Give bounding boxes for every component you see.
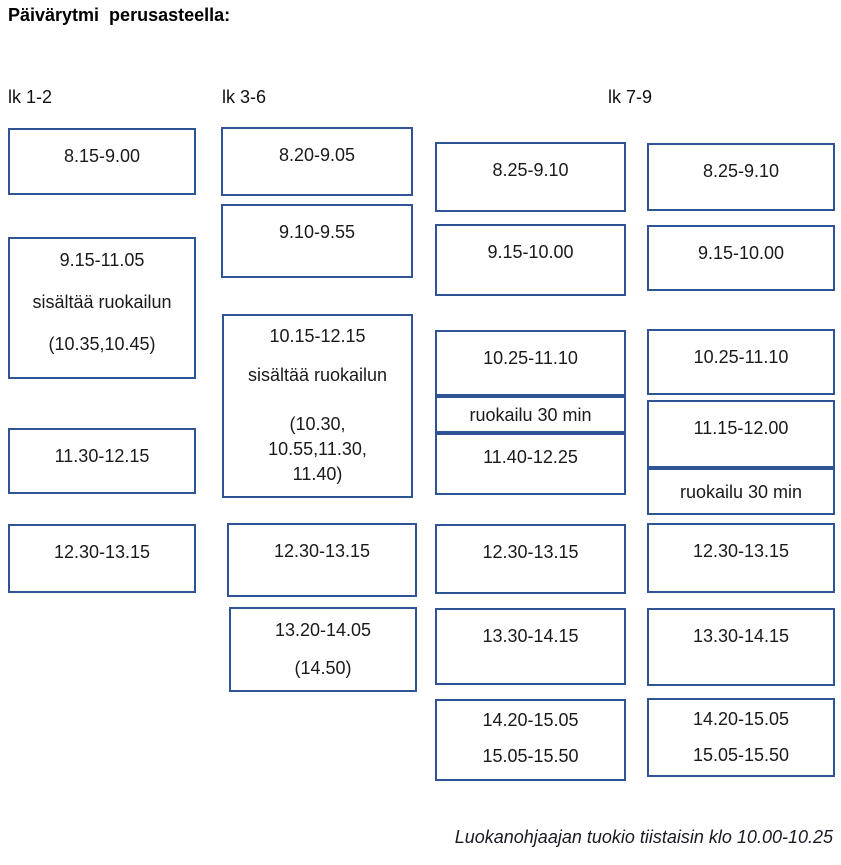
time-slot: 14.20-15.05 — [482, 710, 579, 730]
column-header-lk-3-6: lk 3-6 — [222, 87, 267, 107]
time-slot: 13.30-14.15 — [482, 626, 579, 646]
time-slot: 15.05-15.50 — [482, 746, 579, 766]
time-slot-extra: (14.50) — [294, 658, 352, 678]
time-slot: 9.15-10.00 — [487, 242, 574, 262]
lunch-note: ruokailu 30 min — [679, 481, 803, 502]
time-slot: 10.25-11.10 — [693, 347, 789, 367]
schedule-box-lk79a-lesson4: 11.40-12.25 — [435, 433, 626, 495]
lunch-times: (10.30, — [289, 414, 346, 434]
time-slot: 9.15-11.05 — [59, 250, 145, 270]
schedule-box-lk79b-lesson4: 11.15-12.00 — [647, 400, 835, 468]
lunch-note: sisältää ruokailun — [247, 365, 388, 385]
schedule-box-lk12-lesson1: 8.15-9.00 — [8, 128, 196, 195]
schedule-box-lk12-lesson3: 11.30-12.15 — [8, 428, 196, 494]
time-slot: 13.20-14.05 — [274, 620, 372, 640]
time-slot: 12.30-13.15 — [53, 542, 151, 562]
schedule-box-lk36-lesson1: 8.20-9.05 — [221, 127, 413, 196]
schedule-box-lk12-lesson4: 12.30-13.15 — [8, 524, 196, 593]
column-header-lk-7-9: lk 7-9 — [608, 87, 653, 107]
schedule-box-lk12-lesson2-lunch: 9.15-11.05 sisältää ruokailun (10.35,10.… — [8, 237, 196, 379]
time-slot: 9.10-9.55 — [278, 222, 356, 242]
schedule-box-lk79b-lesson1: 8.25-9.10 — [647, 143, 835, 211]
schedule-box-lk36-lesson5: 13.20-14.05 (14.50) — [229, 607, 417, 692]
time-slot: 8.15-9.00 — [63, 146, 141, 166]
time-slot: 10.25-11.10 — [483, 348, 578, 368]
page-title: Päivärytmi perusasteella: — [8, 5, 231, 25]
time-slot: 9.15-10.00 — [697, 243, 785, 263]
lunch-times: (10.35,10.45) — [48, 334, 156, 354]
time-slot: 13.30-14.15 — [692, 626, 790, 646]
time-slot: 11.40-12.25 — [483, 447, 578, 467]
schedule-box-lk79b-lesson6: 13.30-14.15 — [647, 608, 835, 686]
schedule-box-lk36-lesson3-lunch: 10.15-12.15 sisältää ruokailun (10.30, 1… — [222, 314, 413, 498]
schedule-box-lk79b-lunch: ruokailu 30 min — [647, 468, 835, 515]
schedule-box-lk79b-lesson2: 9.15-10.00 — [647, 225, 835, 291]
footer-note: Luokanohjaajan tuokio tiistaisin klo 10.… — [454, 827, 833, 847]
schedule-box-lk79b-lesson7: 14.20-15.05 15.05-15.50 — [647, 698, 835, 777]
schedule-box-lk79a-lunch: ruokailu 30 min — [435, 396, 626, 433]
schedule-box-lk79a-lesson7: 14.20-15.05 15.05-15.50 — [435, 699, 626, 781]
schedule-box-lk79a-lesson3: 10.25-11.10 — [435, 330, 626, 396]
time-slot: 11.15-12.00 — [693, 418, 789, 438]
lunch-note: ruokailu 30 min — [469, 404, 592, 425]
time-slot: 12.30-13.15 — [273, 541, 371, 561]
lunch-note: sisältää ruokailun — [32, 292, 172, 312]
schedule-box-lk36-lesson4: 12.30-13.15 — [227, 523, 417, 597]
time-slot: 8.25-9.10 — [492, 160, 569, 180]
schedule-box-lk79b-lesson5: 12.30-13.15 — [647, 523, 835, 593]
time-slot: 8.25-9.10 — [702, 161, 780, 181]
schedule-box-lk79a-lesson5: 12.30-13.15 — [435, 524, 626, 594]
lunch-times: 10.55,11.30, — [268, 439, 367, 459]
time-slot: 15.05-15.50 — [692, 745, 790, 765]
schedule-box-lk36-lesson2: 9.10-9.55 — [221, 204, 413, 278]
time-slot: 14.20-15.05 — [692, 709, 790, 729]
schedule-box-lk79a-lesson6: 13.30-14.15 — [435, 608, 626, 685]
time-slot: 12.30-13.15 — [692, 541, 790, 561]
schedule-box-lk79b-lesson3: 10.25-11.10 — [647, 329, 835, 395]
lunch-times: 11.40) — [292, 464, 343, 484]
column-header-lk-1-2: lk 1-2 — [8, 87, 53, 107]
time-slot: 10.15-12.15 — [269, 326, 366, 346]
schedule-box-lk79a-lesson2: 9.15-10.00 — [435, 224, 626, 296]
time-slot: 8.20-9.05 — [278, 145, 356, 165]
time-slot: 12.30-13.15 — [482, 542, 579, 562]
time-slot: 11.30-12.15 — [54, 446, 150, 466]
schedule-box-lk79a-lesson1: 8.25-9.10 — [435, 142, 626, 212]
